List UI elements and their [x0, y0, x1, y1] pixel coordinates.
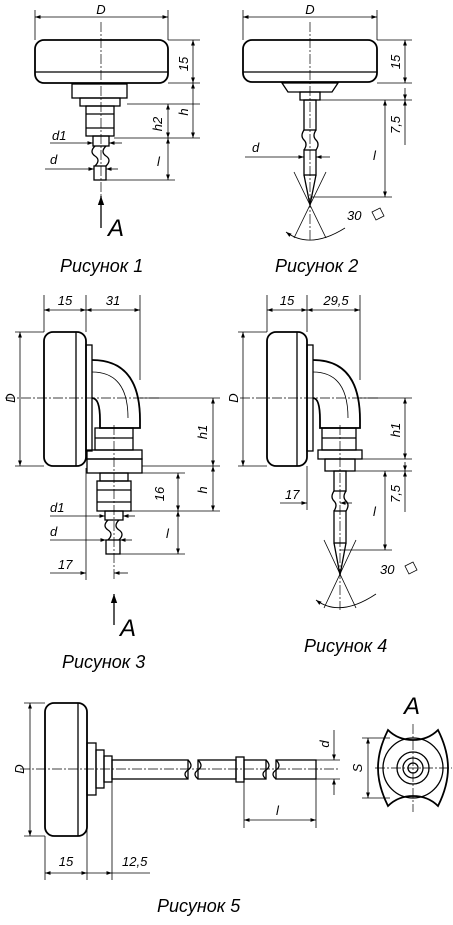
dim-30-fig2: 30: [347, 208, 362, 223]
dim-d-fig1: d: [50, 152, 58, 167]
dim-h-fig1: h: [176, 108, 191, 115]
view-A-hexagon: [375, 724, 452, 812]
caption-fig3: Рисунок 3: [62, 652, 145, 672]
dim-l-fig2: l: [373, 148, 377, 163]
dim-h1-fig3: h1: [195, 425, 210, 439]
dim-d-fig2: d: [252, 140, 260, 155]
dim-15-fig3: 15: [58, 293, 73, 308]
view-A-arrow-fig1: A: [106, 215, 124, 242]
caption-fig2: Рисунок 2: [275, 256, 358, 276]
figure-5: D 15 12,5 l d A S: [12, 693, 452, 916]
dim-12-5-fig5: 12,5: [122, 854, 148, 869]
dim-d-fig5: d: [317, 740, 332, 748]
dim-S-fig5: S: [350, 763, 365, 772]
dim-16-fig3: 16: [152, 486, 167, 501]
dim-D: D: [96, 2, 105, 17]
dim-D-fig5: D: [12, 764, 27, 773]
dim-29-5-fig4: 29,5: [322, 293, 349, 308]
dim-h2-fig1: h2: [150, 116, 165, 131]
dim-l-fig3: l: [166, 526, 170, 541]
dim-d-fig3: d: [50, 524, 58, 539]
dim-15-fig2: 15: [388, 54, 403, 69]
dim-D-fig2: D: [305, 2, 314, 17]
dim-15-fig1: 15: [176, 56, 191, 71]
dim-h1-fig4: h1: [388, 423, 403, 437]
dim-d1-fig3: d1: [50, 500, 64, 515]
dim-h-fig3: h: [195, 486, 210, 493]
dim-l-fig4: l: [373, 504, 377, 519]
caption-fig5: Рисунок 5: [157, 896, 241, 916]
dim-D-fig3: D: [3, 393, 18, 402]
figure-3: 15 31 D h1 h: [3, 293, 220, 672]
view-A-arrow-fig3: A: [118, 615, 136, 642]
dim-d1-fig1: d1: [52, 128, 66, 143]
dim-l-fig1: l: [157, 154, 161, 169]
dim-15-fig4: 15: [280, 293, 295, 308]
dim-30-fig4: 30: [380, 562, 395, 577]
caption-fig4: Рисунок 4: [304, 636, 387, 656]
view-A-title: A: [402, 693, 420, 720]
dim-7-5-fig2: 7,5: [388, 115, 403, 134]
dim-17-fig4: 17: [285, 487, 300, 502]
figure-2: D 30 15 7,5 l d Рисунок 2: [242, 2, 412, 276]
dim-15-fig5: 15: [59, 854, 74, 869]
dim-D-fig4: D: [226, 393, 241, 402]
dim-31-fig3: 31: [106, 293, 120, 308]
dim-17-fig3: 17: [58, 557, 73, 572]
dim-7-5-fig4: 7,5: [388, 484, 403, 503]
caption-fig1: Рисунок 1: [60, 256, 143, 276]
dim-l-fig5: l: [276, 803, 280, 818]
figure-1: D 15 h h2 l d1 d: [34, 2, 200, 276]
figure-4: 15 29,5 30 D h1: [226, 293, 418, 656]
